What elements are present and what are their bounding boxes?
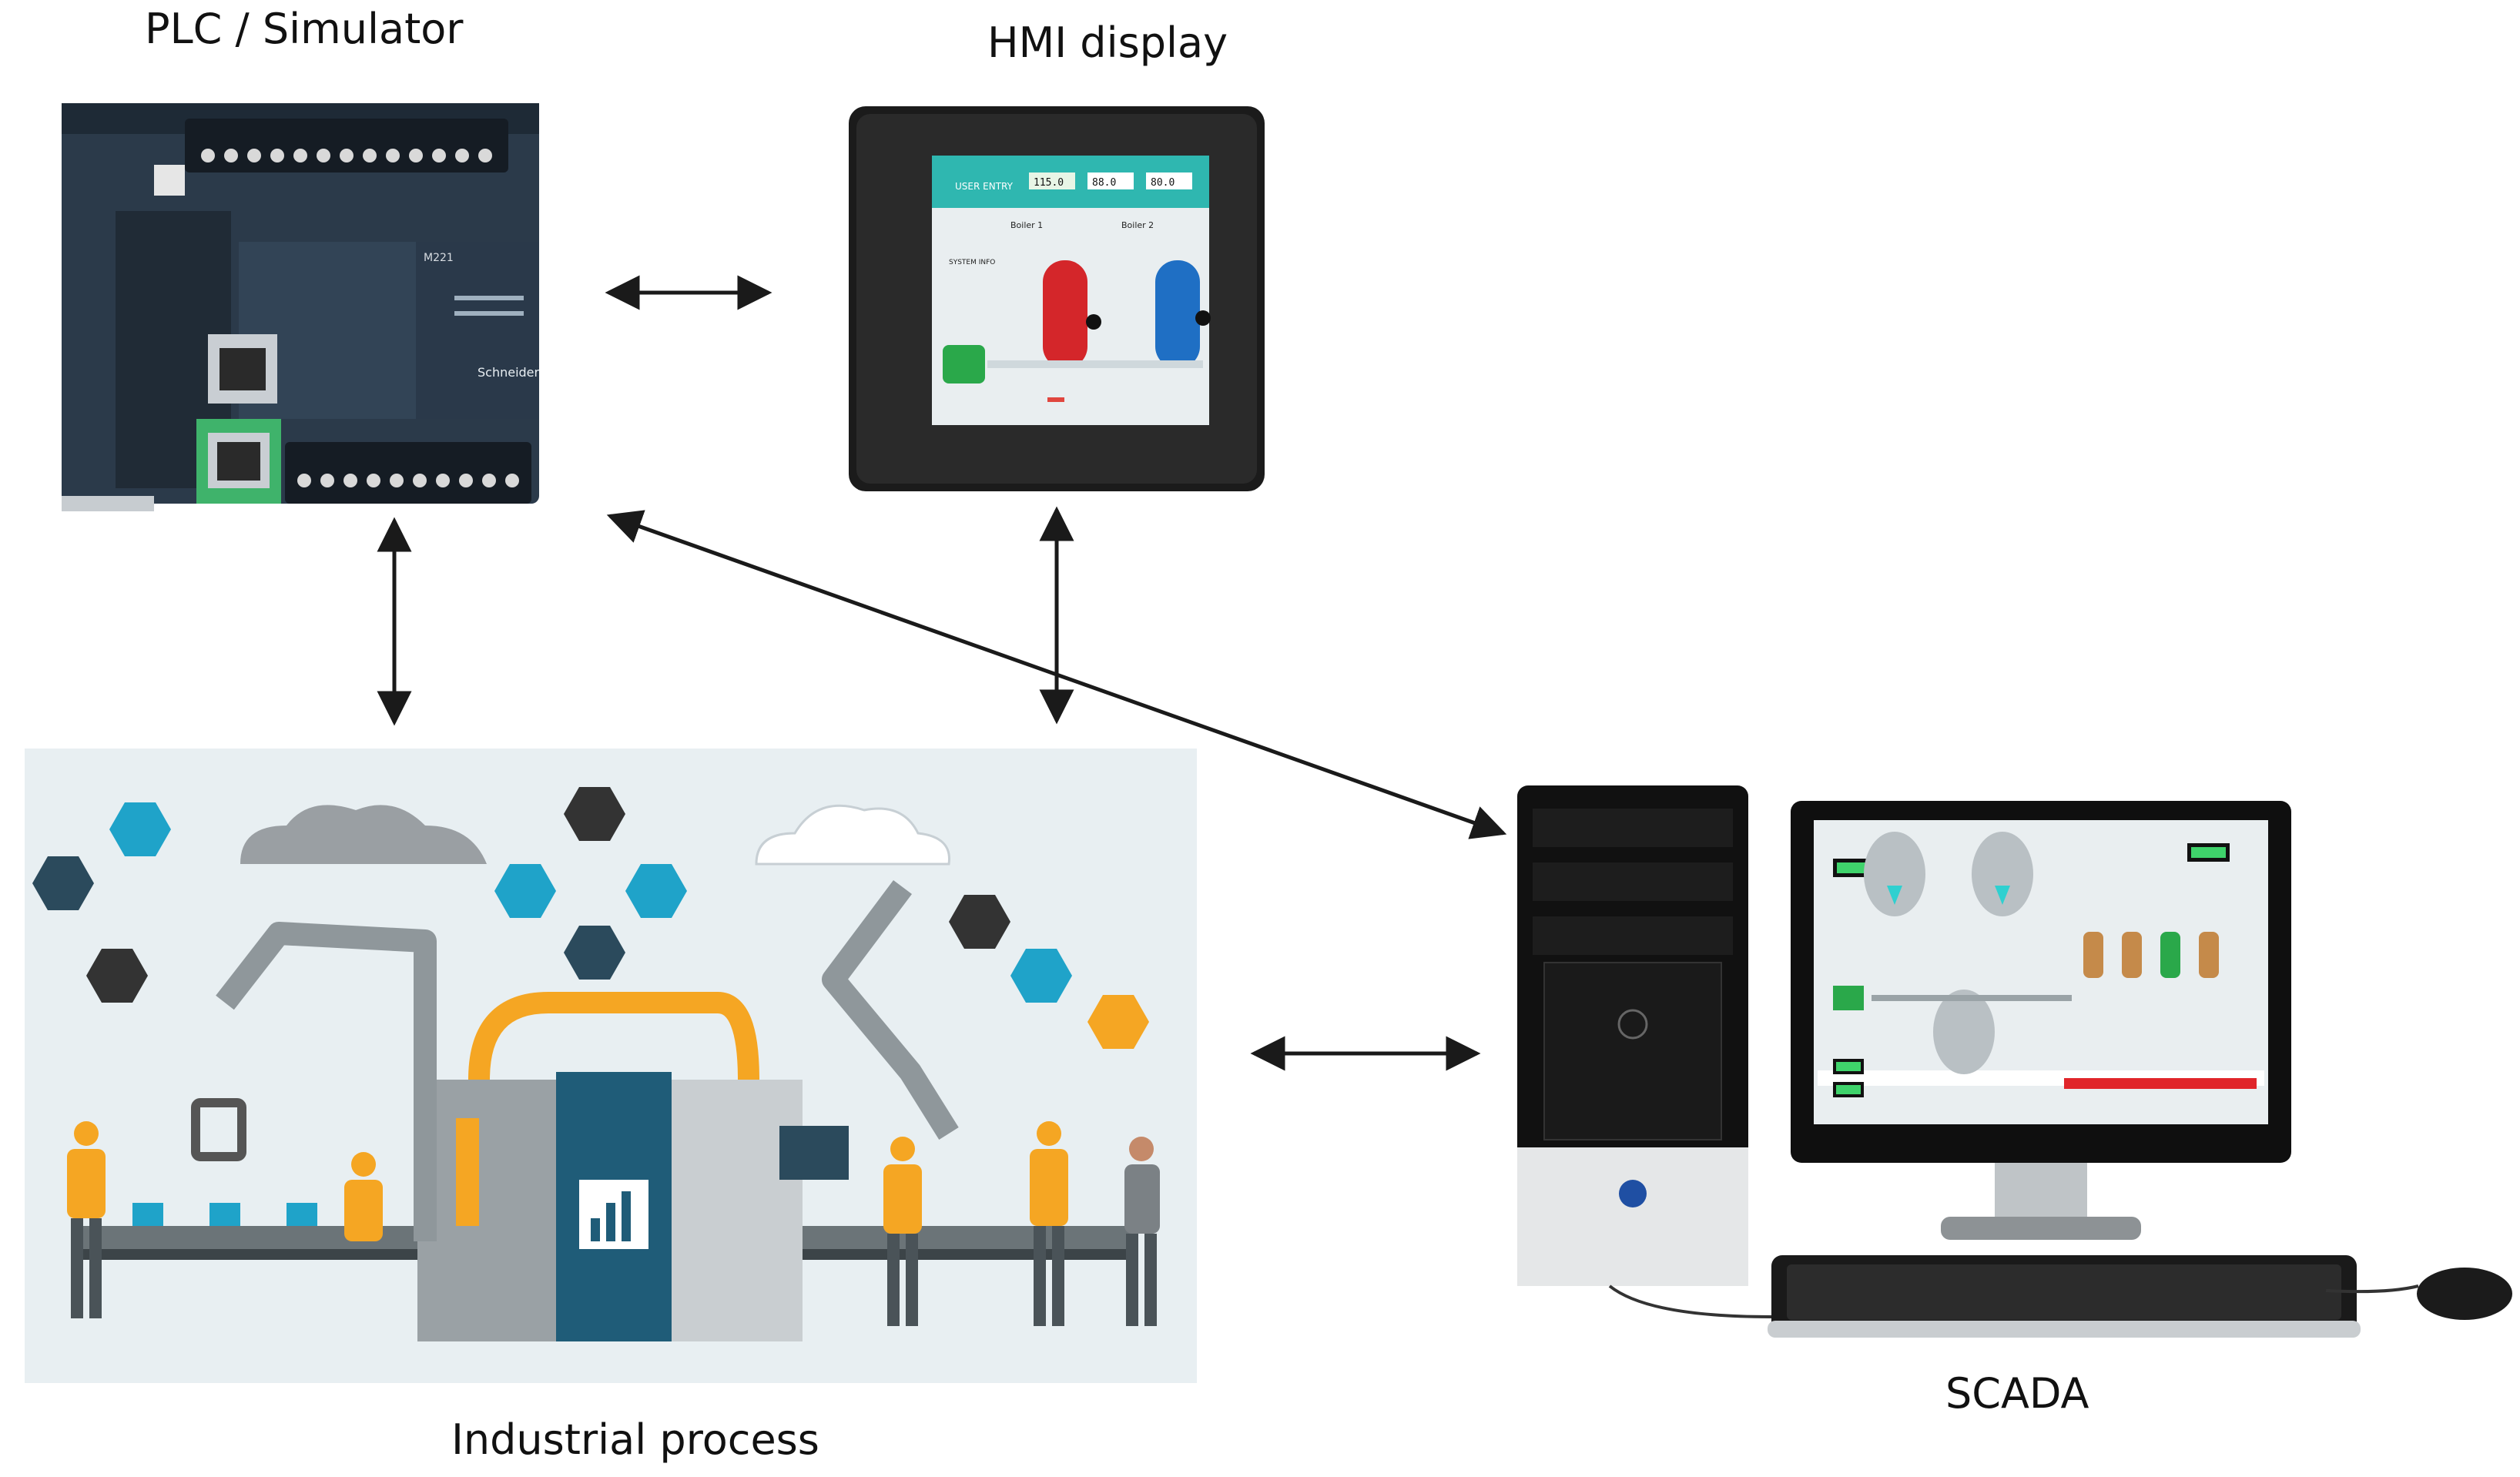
pill-hex-icon bbox=[1087, 995, 1149, 1049]
process-label: Industrial process bbox=[451, 1415, 819, 1464]
arrow-plc-scada bbox=[606, 510, 1507, 839]
industrial-process-illustration bbox=[25, 749, 1197, 1383]
hmi-value-3: 80.0 bbox=[1151, 177, 1175, 189]
plc-model-text: M221 bbox=[424, 252, 454, 264]
plc-label: PLC / Simulator bbox=[145, 5, 464, 53]
machine-left bbox=[417, 1080, 556, 1341]
hmi-user-entry: USER ENTRY bbox=[955, 181, 1014, 192]
hmi-value-1: 115.0 bbox=[1034, 177, 1064, 189]
hmi-system-info: SYSTEM INFO bbox=[949, 259, 995, 266]
hmi-label: HMI display bbox=[987, 18, 1228, 67]
power-button-icon bbox=[1619, 1180, 1647, 1207]
hmi-device: USER ENTRY 115.0 88.0 80.0 Boiler 1 Boil… bbox=[849, 106, 1265, 491]
plc-brand-text: Schneider bbox=[478, 365, 540, 380]
worker-hex-icon bbox=[494, 864, 556, 918]
machine-right bbox=[672, 1080, 803, 1341]
battery-hex-icon bbox=[32, 856, 94, 910]
transfer-hex-icon bbox=[86, 949, 148, 1003]
mouse bbox=[2417, 1268, 2512, 1320]
hmi-value-2: 88.0 bbox=[1092, 177, 1116, 189]
scada-label: SCADA bbox=[1945, 1369, 2089, 1418]
cloud-icon bbox=[755, 804, 950, 866]
terminal-block-bottom bbox=[285, 442, 531, 504]
worker-figure bbox=[67, 1121, 1068, 1241]
robot-arm-right bbox=[822, 880, 959, 1140]
settings-hex-icon bbox=[109, 802, 171, 856]
plc-device: M221 Schneider bbox=[62, 103, 540, 511]
bolt-hex-icon bbox=[564, 787, 625, 841]
cloud-icon bbox=[240, 805, 487, 864]
robot-hex-icon bbox=[949, 895, 1010, 949]
blue-tank bbox=[1155, 260, 1200, 368]
red-tank bbox=[1043, 260, 1087, 368]
robot-arm-left bbox=[216, 922, 437, 1241]
chip-hex-icon bbox=[564, 926, 625, 980]
factory-hex-icon bbox=[1010, 949, 1072, 1003]
hmi-boiler-2: Boiler 2 bbox=[1121, 220, 1154, 230]
scada-computer bbox=[1517, 785, 2512, 1338]
hmi-boiler-1: Boiler 1 bbox=[1010, 220, 1043, 230]
terminal-block-top bbox=[185, 119, 508, 172]
gauge-hex-icon bbox=[625, 864, 687, 918]
